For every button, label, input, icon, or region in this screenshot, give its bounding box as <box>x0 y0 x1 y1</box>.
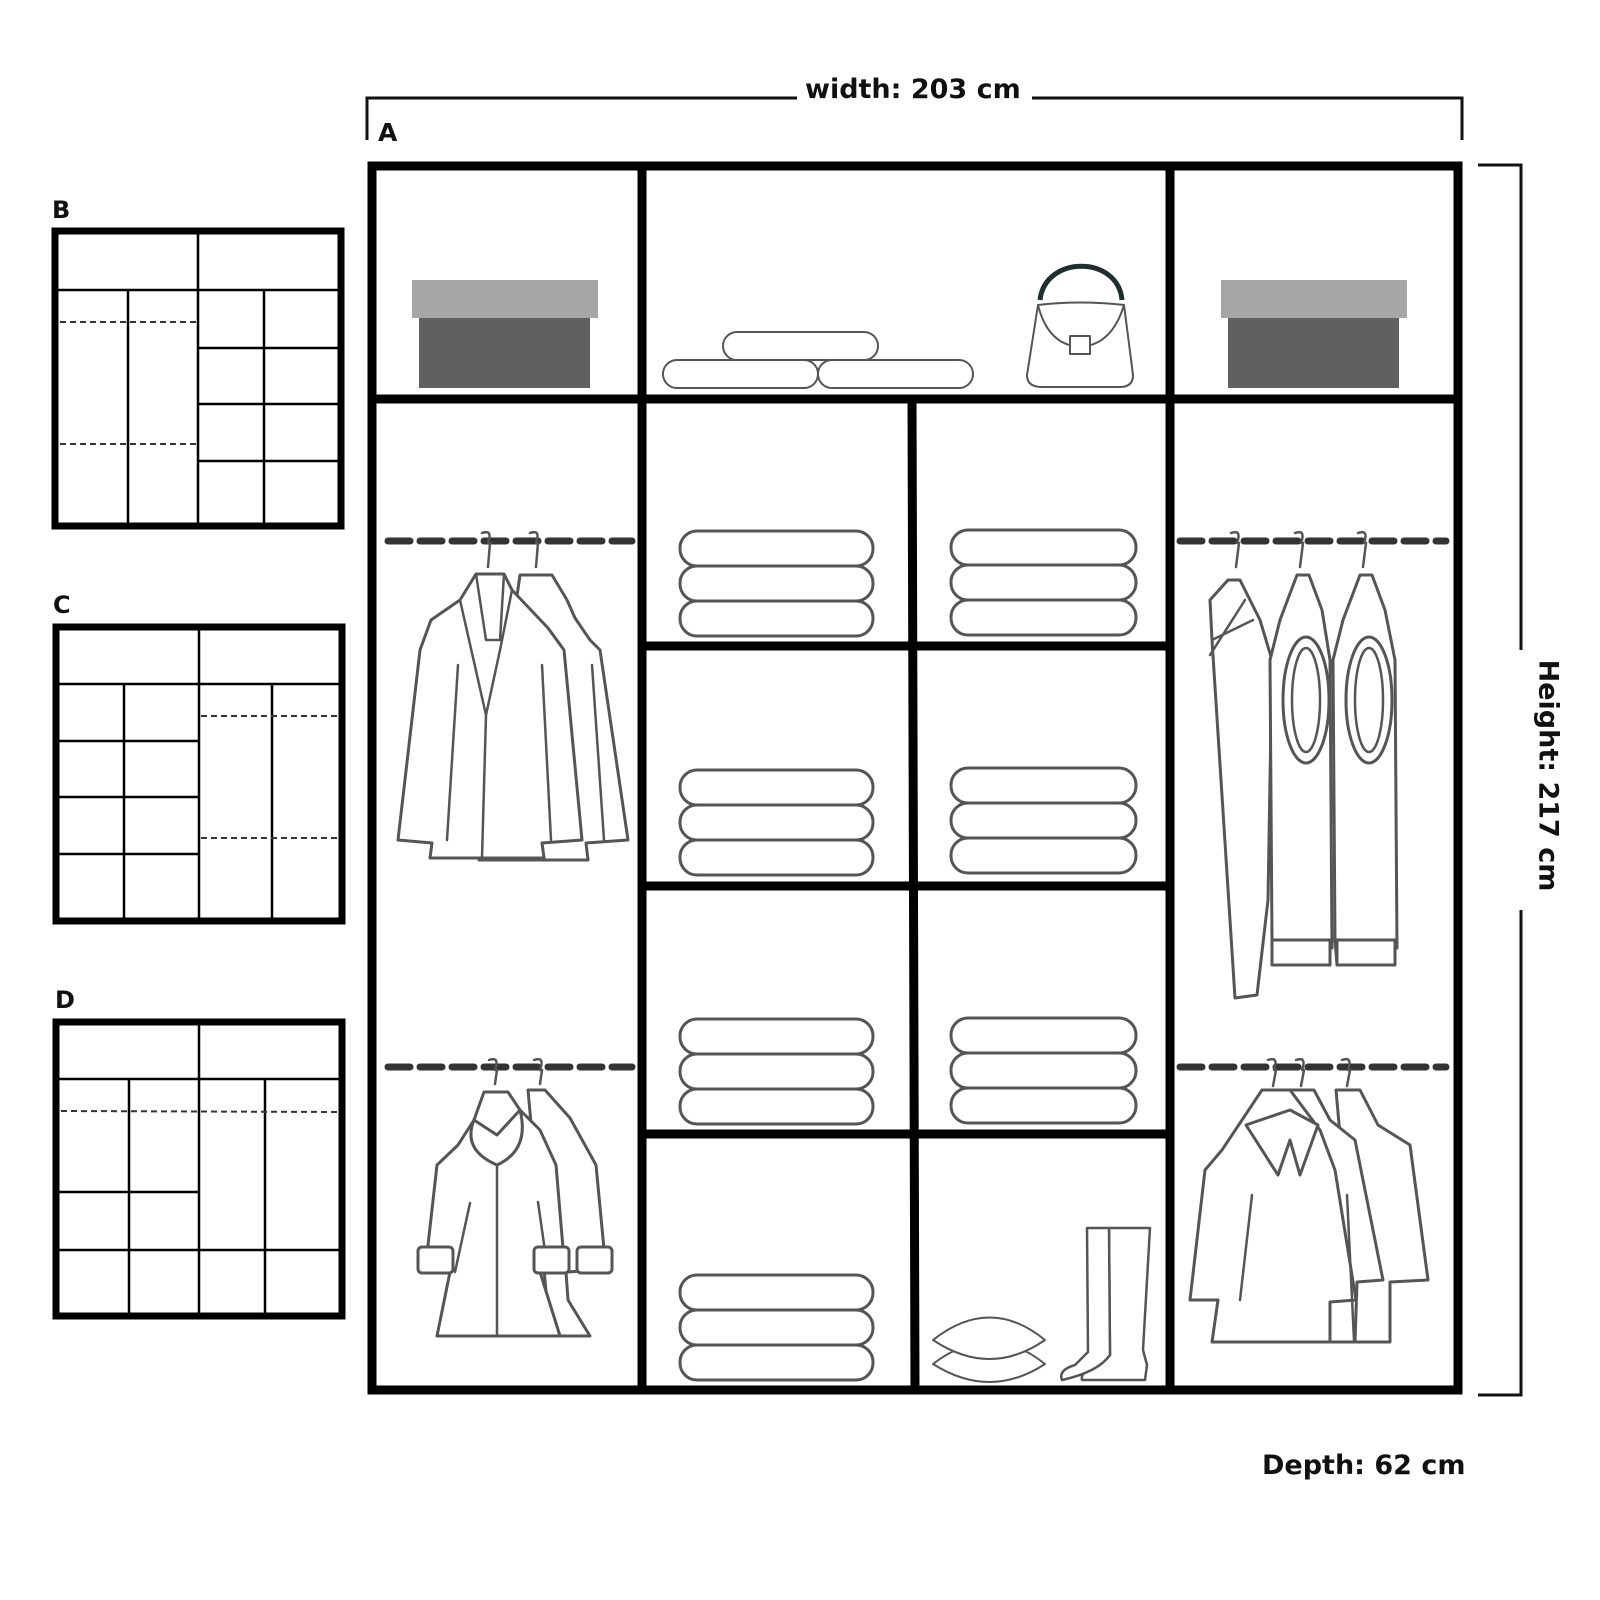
hats-icon <box>932 1316 1046 1383</box>
folded-clothes-stack <box>949 1016 1138 1125</box>
folded-clothes-stack <box>678 1017 875 1126</box>
storage-box <box>412 280 598 388</box>
width-dimension-label: width: 203 cm <box>797 74 1029 105</box>
folded-clothes-stack <box>949 766 1138 875</box>
variant-b-layout <box>51 227 345 530</box>
storage-box <box>1221 280 1407 388</box>
variant-label-b: B <box>52 196 71 224</box>
variant-label-d: D <box>55 986 75 1014</box>
sweater-icon <box>1208 530 1399 1000</box>
width-dimension-line <box>365 96 1464 140</box>
hanging-rail <box>60 1110 338 1113</box>
folded-clothes-stack <box>949 528 1138 637</box>
boots-icon <box>1060 1226 1152 1382</box>
folded-clothes-stack <box>678 768 875 877</box>
folded-towels-icon <box>662 331 974 389</box>
variant-c-layout <box>52 623 346 925</box>
variant-label-c: C <box>53 591 71 619</box>
handbag-icon <box>1026 263 1134 388</box>
folded-clothes-stack <box>678 529 875 638</box>
shirt-icon <box>1188 1057 1430 1344</box>
coat-icon <box>416 1057 614 1338</box>
height-dimension-line <box>1478 163 1523 1397</box>
folded-clothes-stack <box>678 1273 875 1382</box>
depth-dimension-label: Depth: 62 cm <box>1262 1450 1466 1481</box>
blazer-icon <box>396 530 630 862</box>
variant-d-layout <box>52 1018 346 1320</box>
layout-label-a: A <box>378 118 398 147</box>
